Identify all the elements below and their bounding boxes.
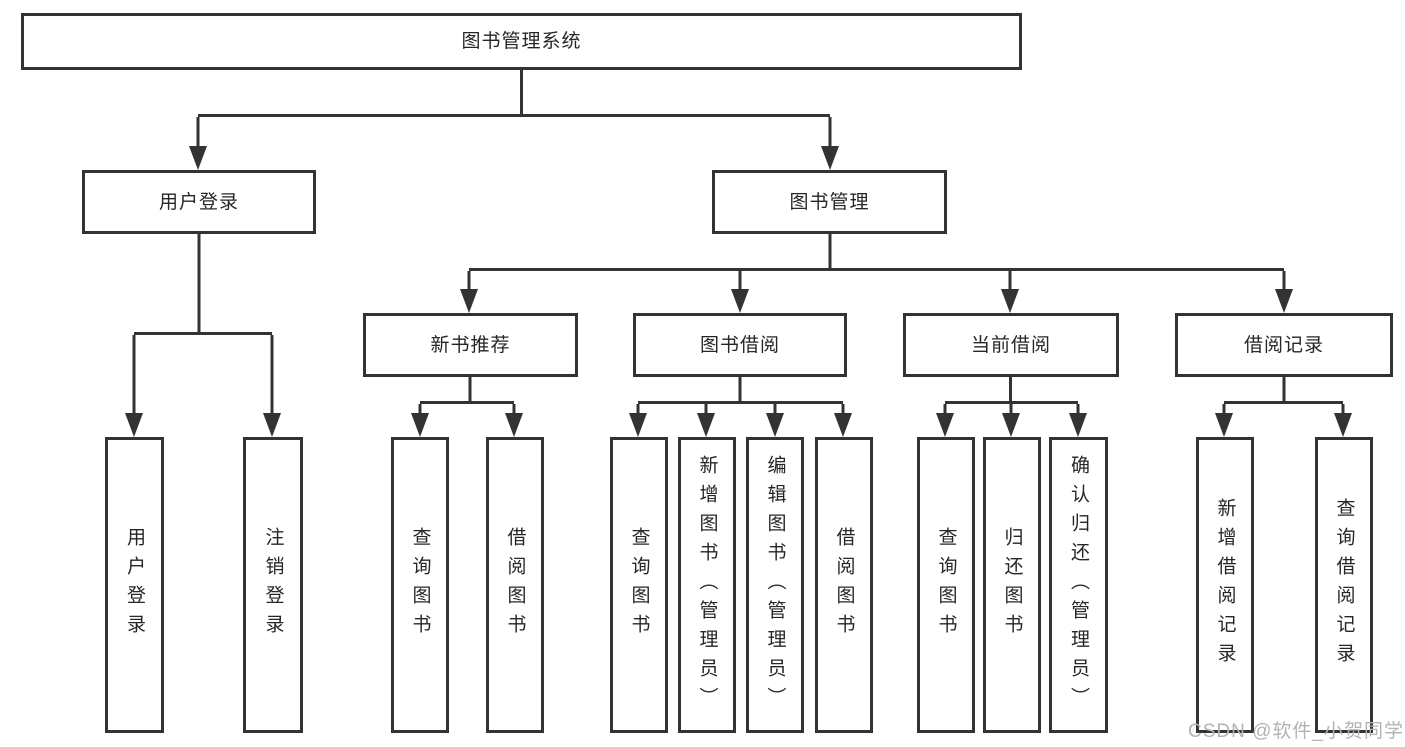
node-current-borrow: 当前借阅 [903, 313, 1119, 377]
node-leaf-add-book-admin: 新增图书（管理员） [678, 437, 736, 733]
node-leaf-query-book-1: 查询图书 [391, 437, 449, 733]
node-new-book-recommend: 新书推荐 [363, 313, 578, 377]
node-user-login: 用户登录 [82, 170, 316, 234]
node-book-borrow: 图书借阅 [633, 313, 847, 377]
watermark: CSDN @软件_小贺同学 [1188, 721, 1404, 742]
node-leaf-borrow-book-2: 借阅图书 [815, 437, 873, 733]
node-leaf-query-book-3: 查询图书 [917, 437, 975, 733]
node-leaf-confirm-return-admin: 确认归还（管理员） [1049, 437, 1108, 733]
node-leaf-query-book-2: 查询图书 [610, 437, 668, 733]
node-leaf-logout: 注销登录 [243, 437, 303, 733]
node-leaf-return-book: 归还图书 [983, 437, 1041, 733]
node-borrow-records: 借阅记录 [1175, 313, 1393, 377]
node-root: 图书管理系统 [21, 13, 1022, 70]
node-leaf-borrow-book-1: 借阅图书 [486, 437, 544, 733]
node-leaf-edit-book-admin: 编辑图书（管理员） [746, 437, 804, 733]
node-leaf-user-login: 用户登录 [105, 437, 164, 733]
node-leaf-query-borrow-record: 查询借阅记录 [1315, 437, 1373, 733]
node-leaf-add-borrow-record: 新增借阅记录 [1196, 437, 1254, 733]
node-book-management: 图书管理 [712, 170, 947, 234]
